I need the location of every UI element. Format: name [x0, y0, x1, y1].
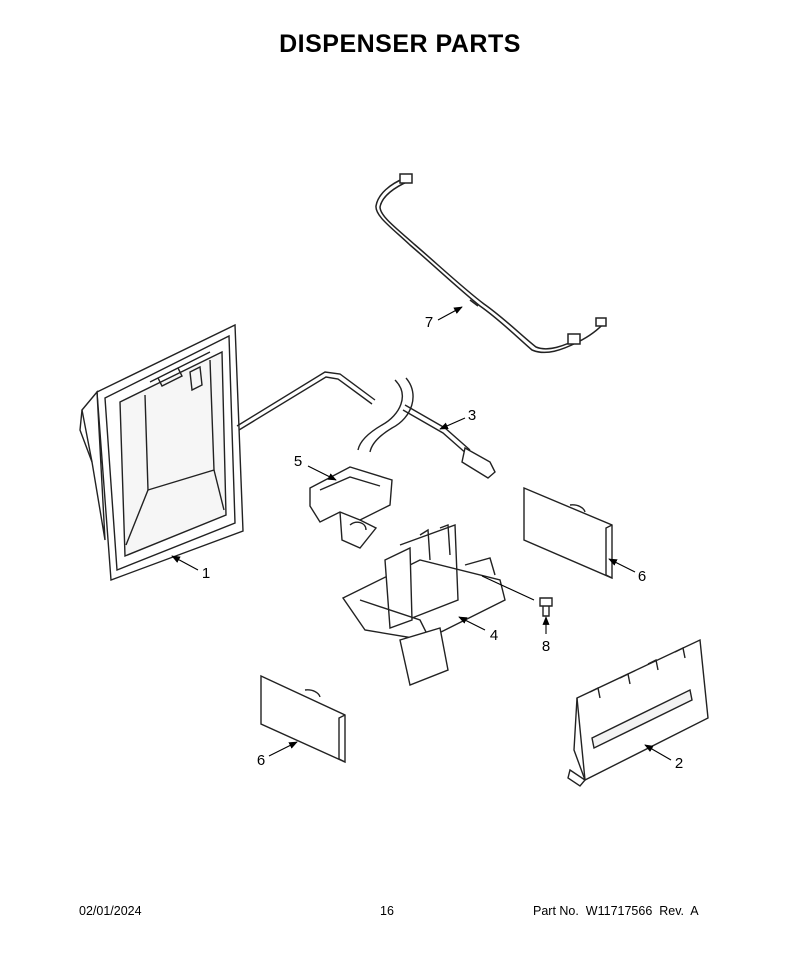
callout-7: 7	[425, 314, 433, 331]
callout-6-lower: 6	[257, 752, 265, 769]
part-5-bracket	[309, 466, 393, 549]
part-3-water-tube	[236, 371, 496, 479]
page-title: DISPENSER PARTS	[279, 30, 521, 58]
footer-date: 02/01/2024	[79, 904, 142, 918]
part-2-front-panel	[567, 638, 709, 787]
footer-part-number: Part No. W11717566 Rev. A	[533, 904, 699, 918]
callout-1: 1	[202, 565, 210, 582]
callout-leaders	[171, 306, 672, 761]
part-8-screw	[539, 597, 553, 617]
callout-6-upper: 6	[638, 568, 646, 585]
part-7-wire-harness	[375, 173, 607, 354]
part-6-trim-lower	[260, 674, 346, 764]
callout-3: 3	[468, 407, 476, 424]
part-4-control-assembly	[341, 524, 506, 686]
callout-8: 8	[542, 638, 550, 655]
callout-4: 4	[490, 627, 498, 644]
callout-5: 5	[294, 453, 302, 470]
footer-page-number: 16	[380, 904, 394, 918]
part-1-dispenser-housing	[79, 323, 244, 581]
part-6-trim-upper	[523, 486, 613, 580]
callout-2: 2	[675, 755, 683, 772]
